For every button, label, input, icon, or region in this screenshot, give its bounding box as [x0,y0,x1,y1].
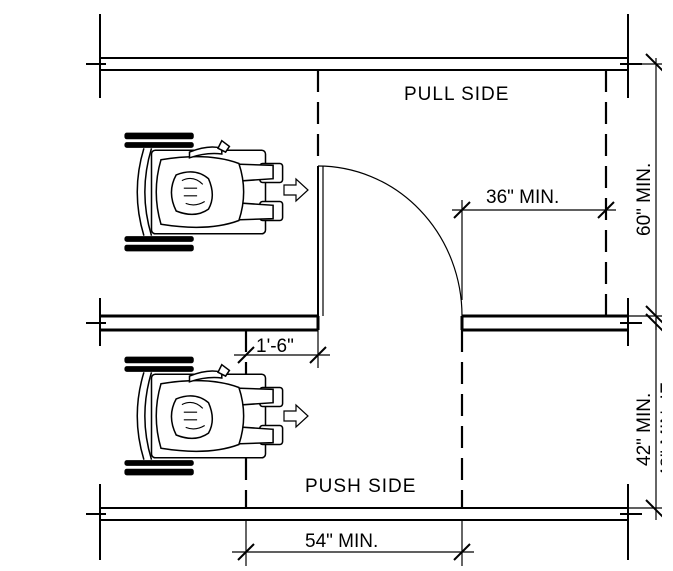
approach-arrow-icon [283,178,309,202]
approach-arrow-icon [283,404,309,428]
push-side-label: PUSH SIDE [305,476,416,497]
wheelchair-user-icon [124,356,284,476]
push-side-space-alt-dimension: 48" MIN. IF [658,383,673,478]
pull-side-label: PULL SIDE [404,84,509,105]
latch-side-clearance-dimension: 1'-6" [256,336,294,357]
wheelchair-user-icon [124,132,284,252]
push-side-depth-dimension: 54" MIN. [305,531,378,552]
push-side-space-dimension: 42" MIN. [634,393,655,466]
pull-side-depth-dimension: 60" MIN. [634,163,655,236]
clear-width-dimension: 36" MIN. [486,187,559,208]
